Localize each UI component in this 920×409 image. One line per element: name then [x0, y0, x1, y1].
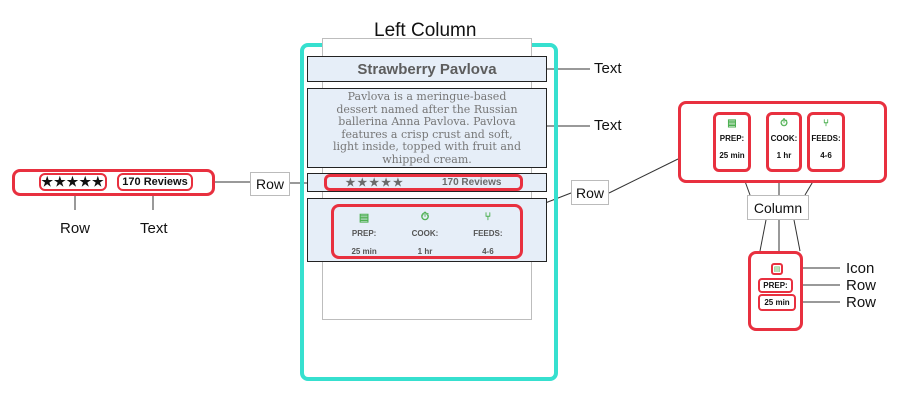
label-icon: Icon	[846, 260, 875, 277]
recipe-card-icon: ▤	[358, 212, 370, 224]
left-row-stars: ★★★★★	[39, 173, 107, 191]
label-row-b: Row	[846, 294, 877, 311]
info-value: 25 min	[351, 247, 377, 256]
recipe-title: Strawberry Pavlova	[307, 56, 547, 82]
recipe-description: Pavlova is a meringue-based dessert name…	[307, 88, 547, 168]
row-connector-label: Row	[250, 172, 290, 196]
info-column-feeds: ⑂ FEEDS: 4-6	[473, 211, 502, 256]
label-row-a: Row	[846, 277, 877, 294]
info-row: ▤ PREP: 25 min ⏱ COOK: 1 hr ⑂ FEEDS: 4-6	[331, 204, 523, 259]
info-label: COOK:	[770, 134, 798, 143]
info-value: 25 min	[719, 151, 745, 160]
single-column-label: PREP:	[758, 278, 793, 293]
info-label: FEEDS:	[473, 229, 503, 238]
fork-knife-icon: ⑂	[823, 118, 829, 129]
info-value: 4-6	[482, 247, 494, 256]
info-column-cook: ⏱ COOK: 1 hr	[412, 211, 439, 256]
single-column-value: 25 min	[758, 294, 796, 311]
info-value: 1 hr	[776, 151, 792, 160]
info-column-prep: ▤ PREP: 25 min	[351, 211, 376, 256]
label-text-title: Text	[594, 60, 622, 77]
info-label: PREP:	[351, 229, 377, 238]
label-text-description: Text	[594, 117, 622, 134]
info-value: 4-6	[820, 151, 832, 160]
info-label: COOK:	[411, 229, 439, 238]
left-row-reviews-text: 170 Reviews	[122, 176, 188, 188]
info-label: FEEDS:	[811, 134, 841, 143]
left-row-reviews: 170 Reviews	[117, 173, 193, 191]
exploded-column-prep: ▤ PREP: 25 min	[713, 112, 751, 172]
reviews-row: ★★★★★ 170 Reviews	[324, 174, 523, 191]
fork-knife-icon: ⑂	[484, 211, 492, 223]
recipe-card-icon: ▤	[771, 263, 783, 275]
row-mid-label: Row	[571, 180, 609, 205]
exploded-column-cook: ⏱ COOK: 1 hr	[766, 112, 802, 172]
info-value: 1 hr	[417, 247, 433, 256]
reviews-card	[307, 173, 547, 192]
label-text-left: Text	[140, 220, 168, 237]
star-rating-icon: ★★★★★	[345, 177, 405, 189]
left-column-title: Left Column	[374, 20, 477, 41]
star-rating-icon: ★★★★★	[41, 174, 105, 189]
reviews-count: 170 Reviews	[441, 177, 502, 188]
timer-icon: ⏱	[420, 211, 430, 223]
info-card	[307, 198, 547, 262]
recipe-card-icon: ▤	[727, 118, 737, 129]
label-row-left: Row	[60, 220, 91, 237]
timer-icon: ⏱	[780, 118, 788, 129]
column-label: Column	[747, 195, 809, 220]
exploded-info-row: ▤ PREP: 25 min ⏱ COOK: 1 hr ⑂ FEEDS: 4-6	[678, 101, 887, 183]
info-label: PREP:	[719, 134, 745, 143]
exploded-column-feeds: ⑂ FEEDS: 4-6	[807, 112, 845, 172]
